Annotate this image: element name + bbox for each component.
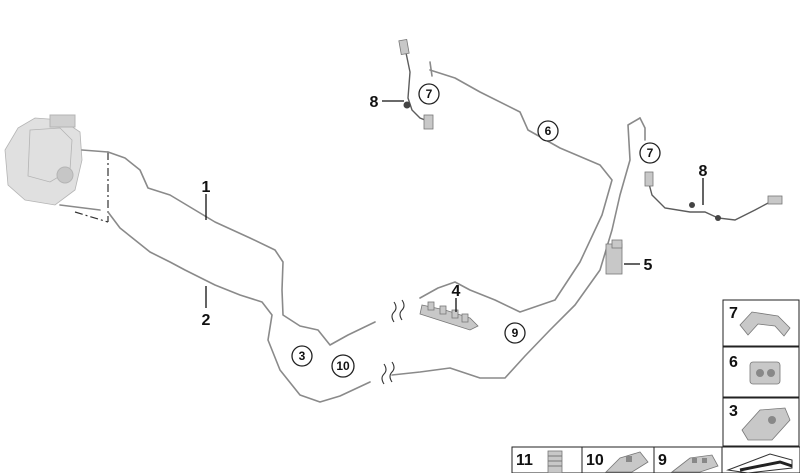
svg-text:10: 10 [586, 452, 604, 469]
hose-grommet-right-a [689, 202, 695, 208]
svg-text:6: 6 [729, 354, 738, 371]
abs-hydraulic-unit [4, 114, 83, 206]
callout-8-right: 8 [699, 163, 708, 180]
svg-text:11: 11 [516, 452, 533, 469]
connector-a [81, 149, 109, 153]
hose-grommet-right-b [715, 215, 721, 221]
callout-6: 6 [537, 120, 559, 142]
callout-4: 4 [452, 283, 461, 300]
svg-text:7: 7 [729, 305, 738, 322]
callout-3: 3 [291, 345, 313, 367]
callout-9: 9 [504, 322, 526, 344]
callout-7-top: 7 [418, 83, 440, 105]
svg-text:3: 3 [299, 349, 306, 363]
callout-7-right: 7 [639, 142, 661, 164]
legend-item-10: 10 [581, 446, 655, 473]
callout-8-top: 8 [370, 94, 379, 111]
hose-fitting-right-b [767, 195, 783, 205]
bracket-clip-icon [739, 311, 791, 337]
brake-line-rear-right [391, 117, 641, 379]
break-mark-lower [381, 361, 395, 385]
legend-item-6: 6 [722, 346, 800, 398]
svg-text:3: 3 [729, 403, 738, 420]
connector-b [59, 204, 101, 211]
brake-line-upper [429, 61, 433, 77]
legend-item-7: 7 [722, 299, 800, 347]
legend-item-11: 11 [511, 446, 583, 473]
single-clip-icon [741, 407, 791, 441]
svg-text:6: 6 [545, 124, 552, 138]
clip-rail-4 [419, 301, 479, 331]
callout-10: 10 [331, 354, 355, 378]
hose-fitting-bottom [423, 114, 434, 130]
hose-grommet [403, 101, 411, 109]
callout-2: 2 [202, 312, 211, 329]
legend-item-shim [721, 446, 800, 473]
brake-hose-8-right [647, 179, 771, 221]
legend-item-9: 9 [653, 446, 723, 473]
break-mark-upper [391, 299, 405, 323]
legend-item-3: 3 [722, 397, 800, 447]
callout-1: 1 [202, 179, 211, 196]
svg-text:7: 7 [426, 87, 433, 101]
brake-line-tip [639, 117, 646, 141]
hose-fitting-top [398, 38, 410, 56]
svg-text:9: 9 [512, 326, 519, 340]
double-clip-icon [749, 361, 781, 385]
callout-5: 5 [644, 257, 653, 274]
bracket-5 [605, 239, 623, 275]
parts-legend: 7 6 3 11 [511, 299, 800, 473]
triple-clip-icon [670, 454, 719, 473]
svg-text:9: 9 [658, 452, 667, 469]
brake-line-1 [107, 151, 376, 346]
coil-spring-icon [547, 450, 563, 473]
brake-line-front-right [419, 69, 613, 313]
svg-text:7: 7 [647, 146, 654, 160]
multi-clip-icon [605, 451, 649, 473]
hose-fitting-right-a [644, 171, 654, 187]
connector-dashed-b [74, 211, 109, 223]
svg-text:10: 10 [336, 359, 350, 373]
brake-line-2 [107, 211, 371, 403]
